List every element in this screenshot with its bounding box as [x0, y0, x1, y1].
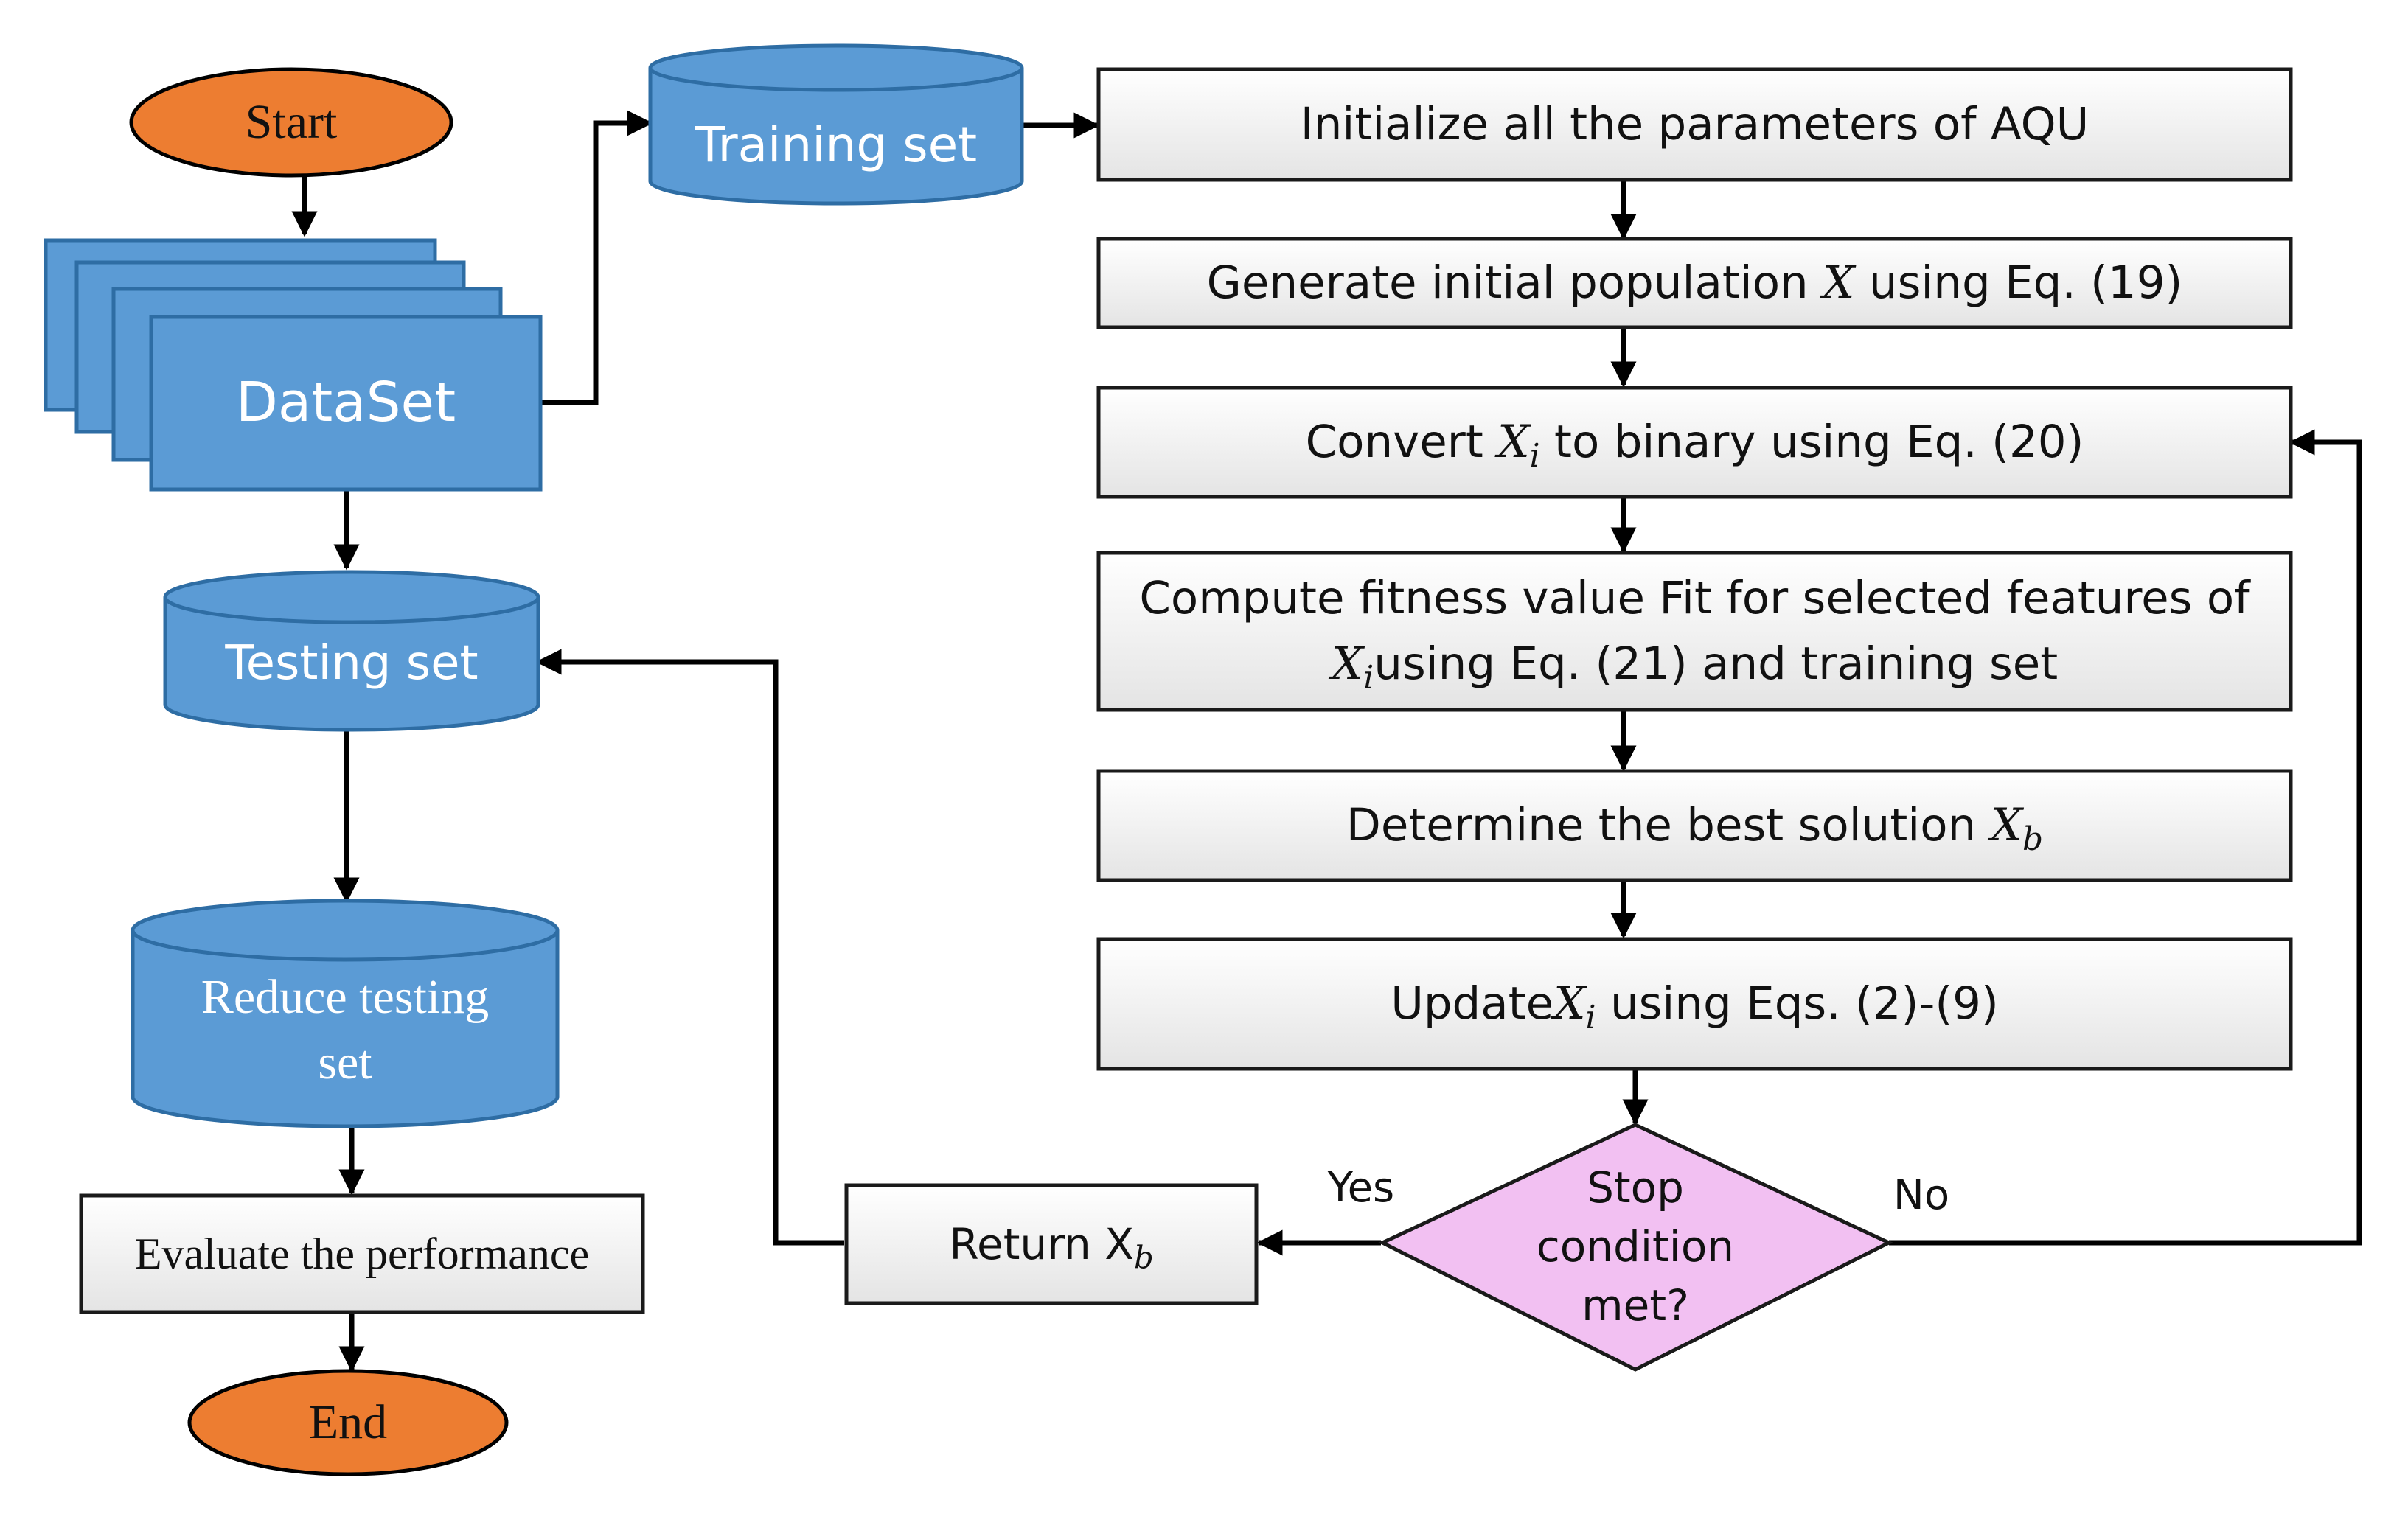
best-box: [1096, 769, 2293, 882]
stop-condition-label: Stop condition met?: [1536, 1162, 1735, 1331]
init-box: [1096, 67, 2293, 182]
training-set-cylinder: [648, 43, 1024, 206]
best-solution-label: Determine the best solution Xb: [1346, 798, 2044, 859]
convert-box: [1096, 386, 2293, 499]
stop-condition-diamond: [1378, 1123, 1893, 1372]
dataset-stack: [44, 238, 543, 492]
arrow-dataset-to-training: [541, 110, 653, 405]
end-label: End: [308, 1395, 388, 1450]
start-terminal: [129, 67, 453, 178]
yes-edge-label: Yes: [1327, 1164, 1395, 1213]
testing-set-cylinder: [163, 570, 540, 732]
generate-box: [1096, 237, 2293, 329]
convert-label: Convert Xi to binary using Eq. (20): [1305, 415, 2084, 475]
dataset-label: DataSet: [235, 371, 456, 435]
reduce-testing-set-label: Reduce testing set: [201, 969, 490, 1089]
no-edge-label: No: [1893, 1171, 1950, 1220]
testing-set-label: Testing set: [225, 635, 479, 691]
arrow-decision-no-to-convert: [1889, 429, 2362, 1246]
process-boxes: [79, 67, 2293, 1314]
start-label: Start: [245, 95, 338, 150]
arrow-return-to-testing: [535, 649, 844, 1246]
update-label: UpdateXi using Eqs. (2)-(9): [1391, 977, 1999, 1037]
training-set-label: Training set: [695, 116, 978, 174]
connectors: [291, 110, 2362, 1372]
fitness-label: Compute fitness value Fit for selected f…: [1139, 572, 2250, 697]
reduce-testing-set-cylinder: [131, 899, 560, 1128]
fitness-box: [1096, 551, 2293, 712]
evaluate-box: [79, 1193, 645, 1314]
return-box: [844, 1183, 1259, 1305]
end-terminal: [187, 1369, 509, 1476]
evaluate-label: Evaluate the performance: [134, 1229, 590, 1278]
return-xb-label: Return Xb: [949, 1218, 1154, 1276]
generate-label: Generate initial population X using Eq. …: [1206, 256, 2183, 309]
update-box: [1096, 937, 2293, 1071]
init-label: Initialize all the parameters of AQU: [1300, 97, 2089, 150]
